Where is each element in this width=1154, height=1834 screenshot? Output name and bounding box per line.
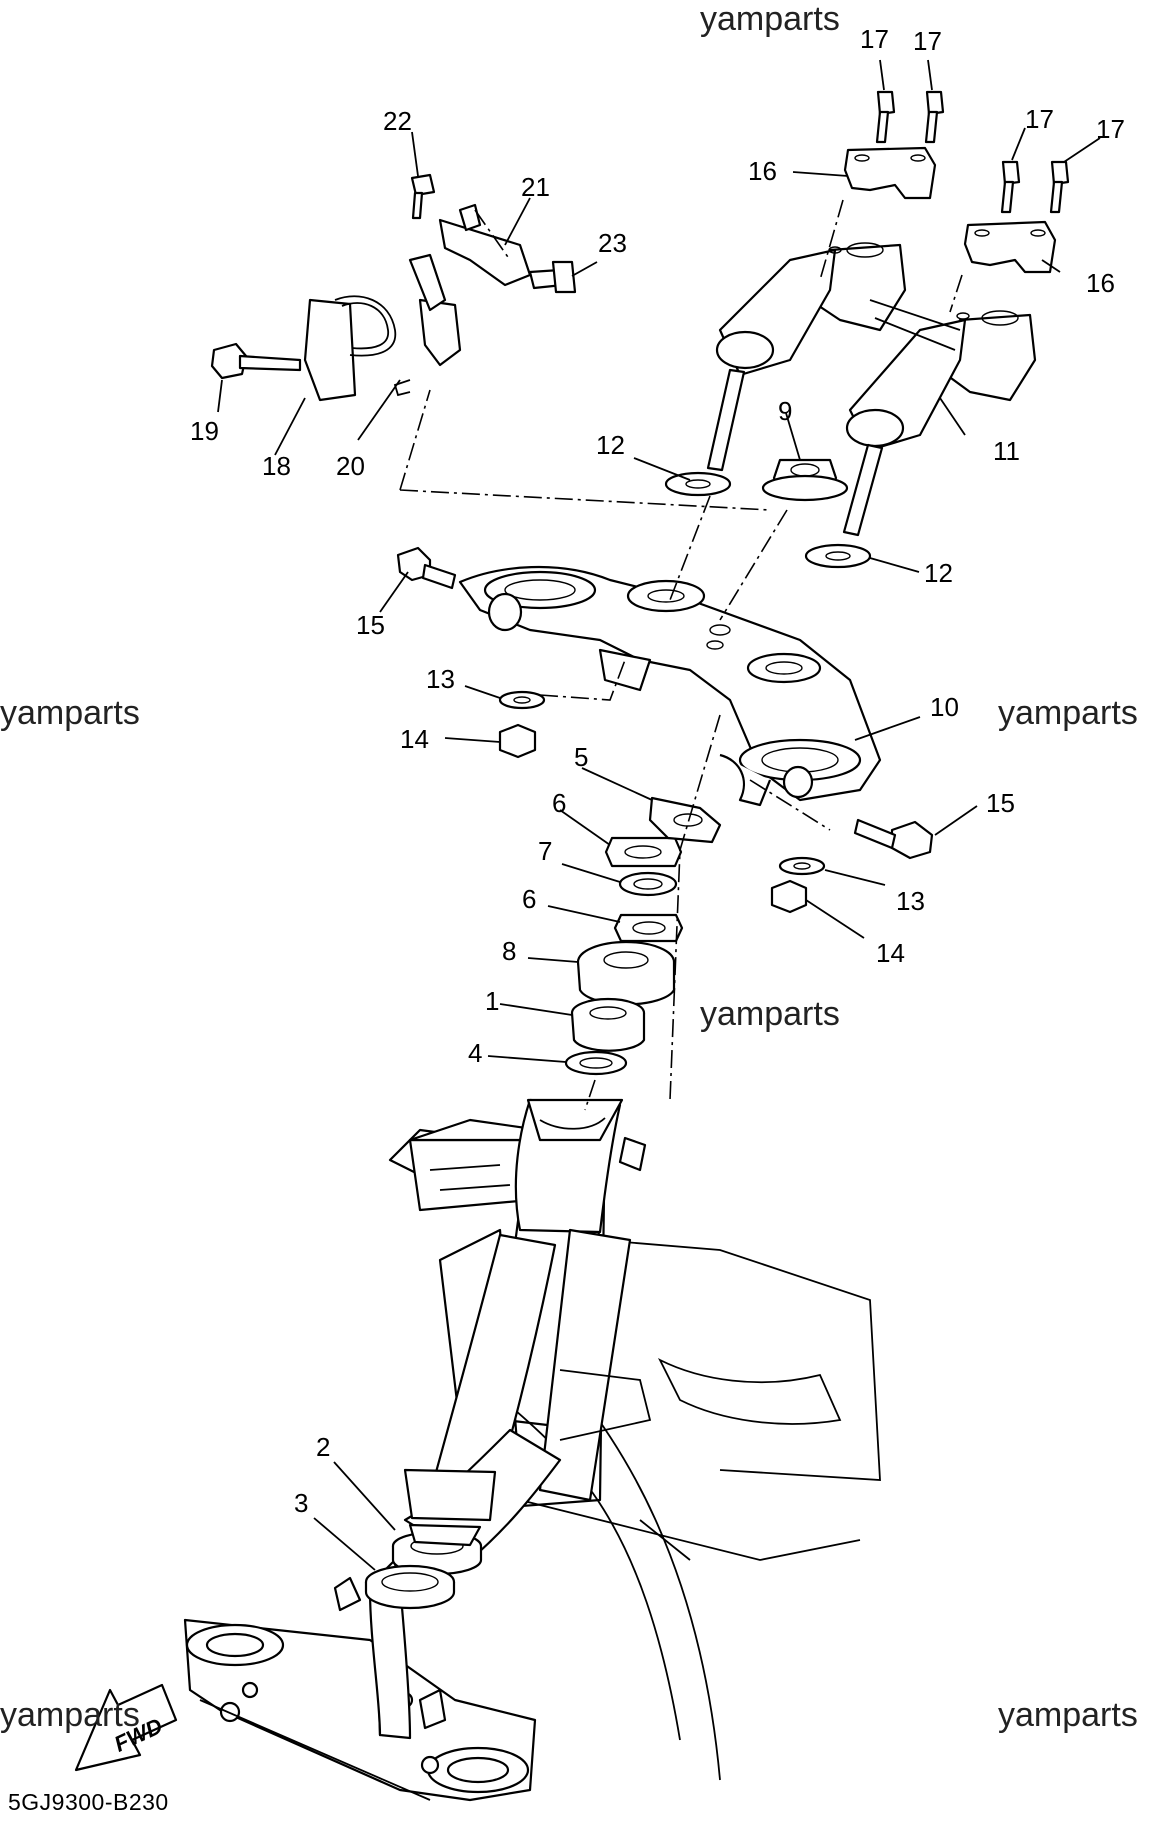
callout-4: 4 [468,1038,482,1068]
callout-17-c: 17 [1025,104,1054,134]
callout-13-a: 13 [426,664,455,694]
callout-23: 23 [598,228,627,258]
watermark-left: yamparts [0,694,140,732]
lower-bracket-drawing [183,1523,537,1802]
callout-17-b: 17 [913,26,942,56]
callout-16-b: 16 [1086,268,1115,298]
callout-17-a: 17 [860,24,889,54]
leader-lines [217,59,1101,1571]
callout-15-a: 15 [356,610,385,640]
callout-19: 19 [190,416,219,446]
callout-6-b: 6 [522,884,536,914]
watermark-center: yamparts [700,995,840,1033]
callout-5: 5 [574,742,588,772]
callout-12-b: 12 [924,558,953,588]
watermark-bottom-left: yamparts [0,1696,140,1734]
watermark-bottom-right: yamparts [998,1696,1138,1734]
callout-9: 9 [778,396,792,426]
callout-11: 11 [993,436,1020,466]
bolts-15-drawing [396,546,934,860]
callout-17-d: 17 [1096,114,1125,144]
frame-drawing [388,1098,881,1781]
risers-drawing [664,90,1070,569]
watermark-top: yamparts [700,0,840,38]
callout-13-b: 13 [896,886,925,916]
watermark-right: yamparts [998,694,1138,732]
callout-16-a: 16 [748,156,777,186]
callout-10: 10 [930,692,959,722]
callout-14-a: 14 [400,724,429,754]
callout-1: 1 [485,986,499,1016]
callout-12-a: 12 [596,430,625,460]
drawing-code: 5GJ9300-B230 [8,1789,169,1815]
watermarks: yamparts yamparts yamparts yamparts yamp… [0,0,1138,1734]
callout-3: 3 [294,1488,308,1518]
callout-21: 21 [521,172,550,202]
callout-7: 7 [538,836,552,866]
callout-20: 20 [336,451,365,481]
callout-8: 8 [502,936,516,966]
upper-bracket-drawing [458,565,882,807]
fwd-arrow: FWD [74,1683,178,1772]
upper-bearings-drawing [498,690,826,1076]
callout-18: 18 [262,451,291,481]
callout-numbers: 17 17 17 17 16 16 22 21 23 19 18 20 11 9… [190,24,1125,1518]
callout-14-b: 14 [876,938,905,968]
callout-2: 2 [316,1432,330,1462]
callout-22: 22 [383,106,412,136]
callout-15-b: 15 [986,788,1015,818]
center-lines [399,199,963,1111]
callout-6-a: 6 [552,788,566,818]
brackets-drawing [210,173,577,402]
